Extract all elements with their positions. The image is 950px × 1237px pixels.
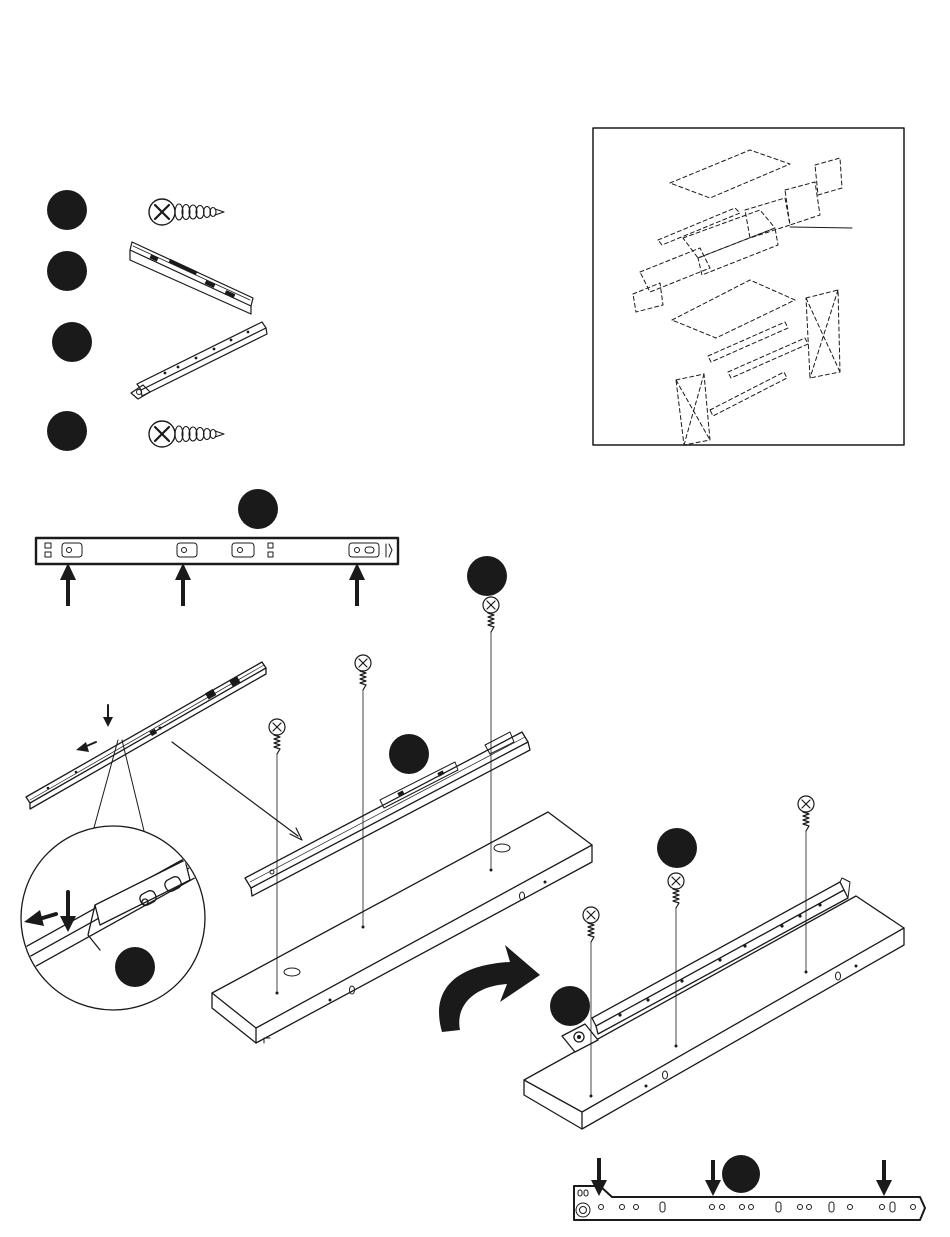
drawer-slide-assembly (212, 556, 592, 1043)
hole-arrow-icon (60, 563, 365, 606)
cabinet-slide-rail-icon (131, 322, 267, 399)
phillips-screw-icon (149, 199, 224, 225)
part-bullet-2 (47, 251, 87, 291)
phillips-screw-icon (149, 421, 224, 447)
step-bullet-screw-drawer (467, 556, 507, 596)
drawer-slide-rail-icon (130, 242, 253, 314)
step-bullet-slide-cabinet (550, 986, 590, 1026)
curved-arrow-icon (439, 945, 540, 1032)
part-bullet-3 (52, 322, 92, 362)
part-bullet-1 (47, 190, 87, 230)
slide-hole-detail-top (36, 489, 398, 606)
step-bullet-slide-bottom (722, 1155, 760, 1193)
step-bullet-slide (238, 489, 278, 529)
step-bullet-slide-drawer (389, 734, 429, 774)
slide-hole-detail-bottom (574, 1155, 925, 1220)
part-bullet-4 (47, 411, 87, 451)
overview-exploded-view (593, 128, 904, 445)
step-bullet-screw-cabinet (657, 828, 697, 868)
parts-legend (47, 190, 267, 451)
step-bullet-zoom (115, 947, 155, 987)
slide-release-detail (20, 662, 302, 1010)
